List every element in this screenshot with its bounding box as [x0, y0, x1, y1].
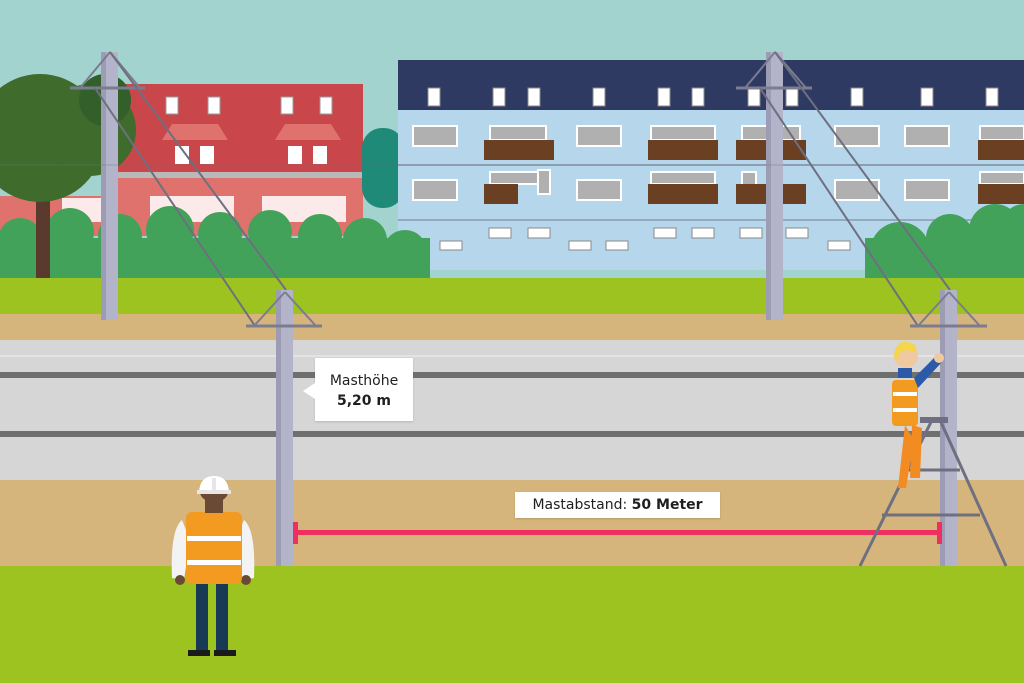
sand-near — [0, 480, 1024, 568]
overhead-wires — [0, 51, 1024, 327]
worker-standing — [171, 476, 255, 656]
railway-road — [0, 340, 1024, 480]
grass-near — [0, 566, 1024, 683]
callout-pointer — [303, 383, 315, 399]
mast-distance-callout: Mastabstand: 50 Meter — [515, 492, 720, 518]
teal-hedge — [362, 128, 404, 208]
mast-far-left — [70, 51, 145, 320]
mast-height-label: Masthöhe — [329, 373, 399, 389]
distance-measure-line — [293, 522, 942, 544]
mast-distance-label: Mastabstand: — [532, 497, 628, 513]
blue-building — [398, 60, 1024, 270]
mast-height-callout: Masthöhe 5,20 m — [303, 358, 413, 421]
hedge-right — [865, 204, 1024, 282]
worker-on-ladder — [892, 341, 944, 488]
grass-far — [0, 278, 1024, 314]
mast-height-value: 5,20 m — [336, 393, 391, 409]
sand-far — [0, 314, 1024, 340]
mast-distance-value: 50 Meter — [631, 497, 703, 513]
mast-near-left — [246, 290, 322, 567]
